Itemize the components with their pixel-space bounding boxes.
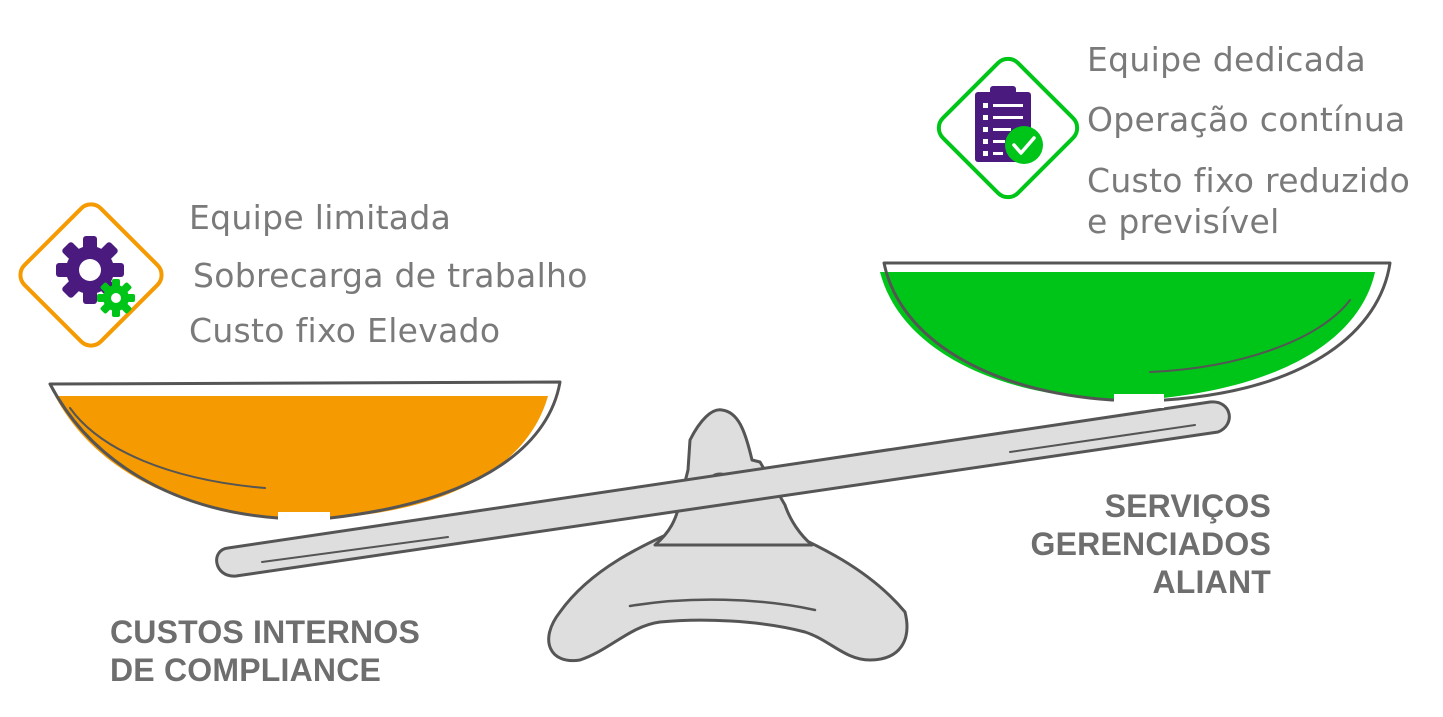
right-caption: SERVIÇOS GERENCIADOS ALIANT bbox=[1031, 487, 1271, 601]
right-item-continuous-operation: Operação contínua bbox=[1087, 100, 1406, 139]
checklist-icon bbox=[936, 56, 1080, 200]
left-item-work-overload: Sobrecarga de trabalho bbox=[193, 256, 588, 295]
scale-beam bbox=[215, 400, 1231, 578]
left-item-team-limited: Equipe limitada bbox=[189, 198, 452, 237]
right-item-predictable: e previsível bbox=[1087, 202, 1280, 241]
left-pan bbox=[48, 380, 562, 526]
right-caption-line-2: GERENCIADOS bbox=[1030, 526, 1271, 562]
left-caption-line-1: CUSTOS INTERNOS bbox=[110, 614, 420, 650]
left-caption-line-2: DE COMPLIANCE bbox=[110, 652, 382, 688]
right-item-dedicated-team: Equipe dedicada bbox=[1087, 40, 1367, 79]
left-caption: CUSTOS INTERNOS DE COMPLIANCE bbox=[110, 613, 420, 689]
scale-stand bbox=[547, 408, 909, 663]
gears-icon bbox=[18, 202, 164, 348]
left-item-high-fixed-cost: Custo fixo Elevado bbox=[189, 311, 501, 350]
right-pan bbox=[880, 261, 1392, 408]
right-caption-line-1: SERVIÇOS bbox=[1104, 488, 1271, 524]
right-item-reduced-cost: Custo fixo reduzido bbox=[1087, 161, 1411, 200]
right-caption-line-3: ALIANT bbox=[1152, 564, 1271, 600]
